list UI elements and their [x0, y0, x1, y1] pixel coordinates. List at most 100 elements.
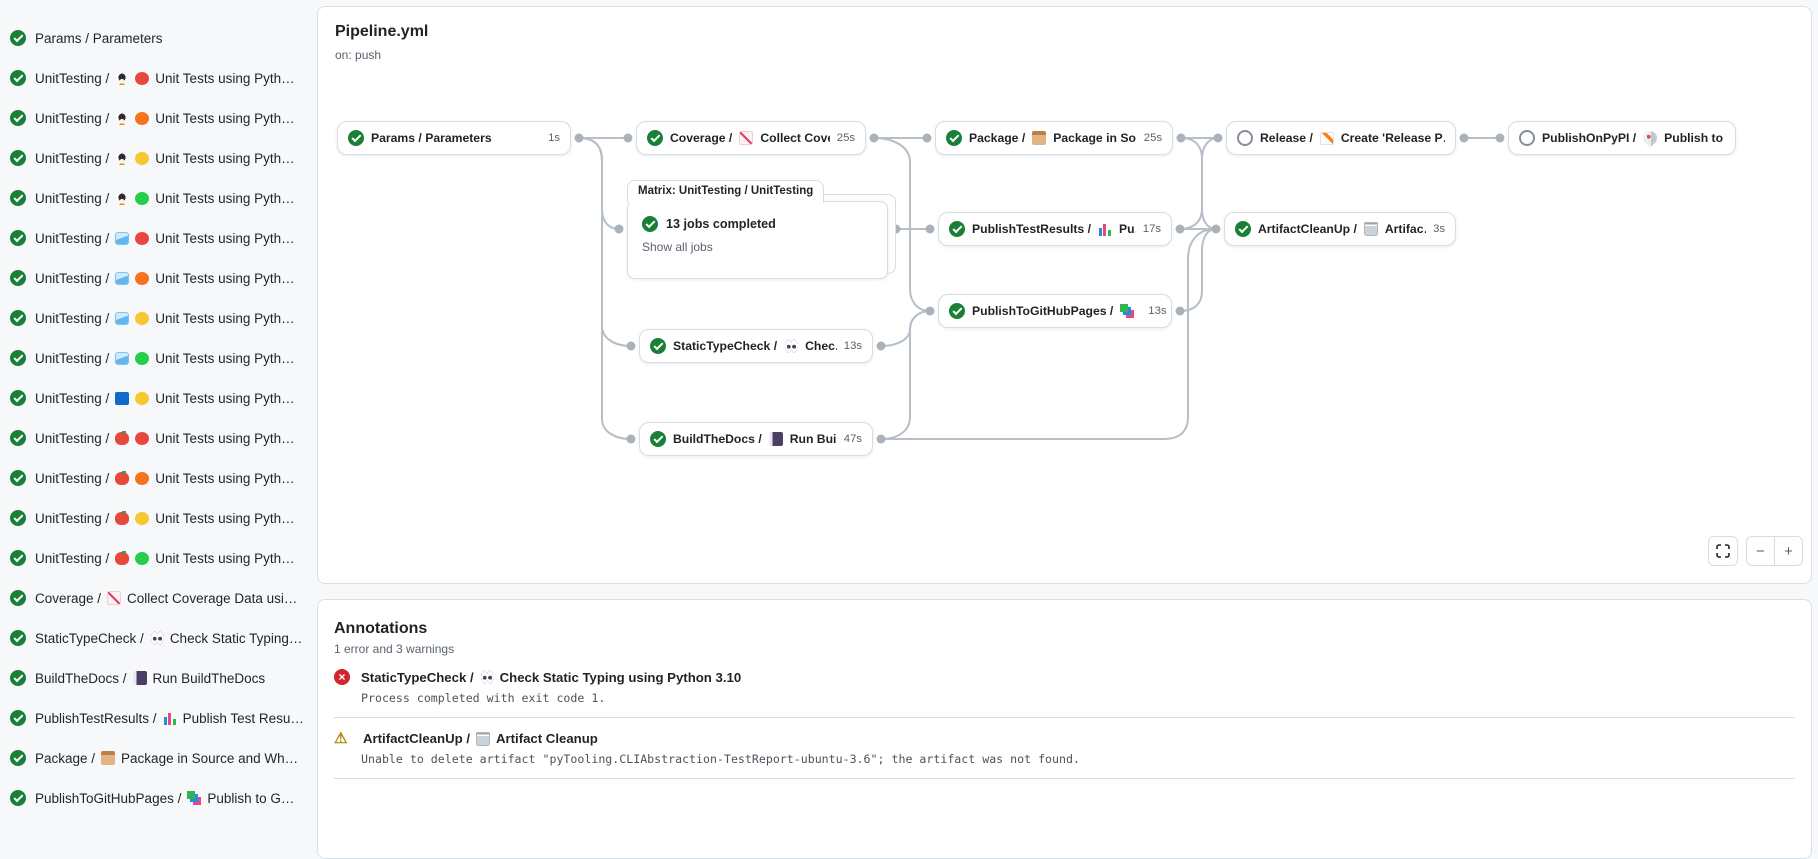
sidebar-item-unittest-linux-orange[interactable]: UnitTesting / Unit Tests using Pyth…	[10, 98, 312, 138]
bar-chart-icon	[162, 711, 177, 725]
matrix-status-text: 13 jobs completed	[666, 217, 776, 231]
green-circle-icon	[135, 191, 150, 205]
node-label: Release /	[1260, 131, 1313, 145]
success-check-icon	[10, 350, 26, 366]
red-circle-icon	[135, 431, 150, 445]
job-label: Unit Tests using Pyth…	[155, 550, 295, 566]
success-check-icon	[10, 510, 26, 526]
notebook-icon	[132, 671, 147, 685]
sidebar-item-statictypecheck[interactable]: StaticTypeCheck / Check Static Typing…	[10, 618, 312, 658]
sidebar-item-unittest-ice-green[interactable]: UnitTesting / Unit Tests using Pyth…	[10, 338, 312, 378]
sidebar-item-unittest-linux-yellow[interactable]: UnitTesting / Unit Tests using Pyth…	[10, 138, 312, 178]
success-check-icon	[10, 230, 26, 246]
zoom-control: − +	[1746, 536, 1803, 566]
sidebar-item-unittest-macos-orange[interactable]: UnitTesting / Unit Tests using Pyth…	[10, 458, 312, 498]
node-release[interactable]: Release / Create 'Release P…	[1226, 121, 1456, 155]
success-check-icon	[10, 550, 26, 566]
show-all-jobs-link[interactable]: Show all jobs	[642, 240, 713, 254]
sidebar-item-unittest-linux-green[interactable]: UnitTesting / Unit Tests using Pyth…	[10, 178, 312, 218]
red-apple-icon	[115, 430, 130, 445]
ice-cube-icon	[115, 351, 130, 365]
job-label: UnitTesting /	[35, 110, 110, 126]
ice-cube-icon	[115, 231, 130, 245]
job-label: Unit Tests using Pyth…	[155, 230, 295, 246]
sidebar-item-unittest-macos-yellow[interactable]: UnitTesting / Unit Tests using Pyth…	[10, 498, 312, 538]
node-artifact-cleanup[interactable]: ArtifactCleanUp / Artifac… 3s	[1224, 212, 1456, 246]
node-publish-to-github-pages[interactable]: PublishToGitHubPages / … 13s	[938, 294, 1172, 328]
success-check-icon	[10, 790, 26, 806]
yellow-circle-icon	[135, 311, 150, 325]
penguin-icon	[115, 71, 130, 85]
node-publish-test-results[interactable]: PublishTestResults / Pu… 17s	[938, 212, 1172, 246]
annotation-error-item[interactable]: StaticTypeCheck / Check Static Typing us…	[334, 656, 1795, 717]
node-build-the-docs[interactable]: BuildTheDocs / Run Buil… 47s	[639, 422, 873, 456]
node-static-type-check[interactable]: StaticTypeCheck / Chec… 13s	[639, 329, 873, 363]
job-label: Unit Tests using Pyth…	[155, 430, 295, 446]
job-label: UnitTesting /	[35, 350, 110, 366]
sidebar-item-publishtestresults[interactable]: PublishTestResults / Publish Test Resu…	[10, 698, 312, 738]
success-check-icon	[10, 710, 26, 726]
job-list-sidebar: Params / Parameters UnitTesting / Unit T…	[0, 0, 312, 815]
zoom-in-button[interactable]: +	[1784, 542, 1793, 560]
sidebar-item-publishtogithubpages[interactable]: PublishToGitHubPages / Publish to G…	[10, 778, 312, 818]
node-label: Package /	[969, 131, 1026, 145]
node-params[interactable]: Params / Parameters 1s	[337, 121, 571, 155]
warning-triangle-icon	[334, 731, 352, 746]
job-label: Unit Tests using Pyth…	[155, 70, 295, 86]
sidebar-item-unittest-ice-yellow[interactable]: UnitTesting / Unit Tests using Pyth…	[10, 298, 312, 338]
success-check-icon	[10, 270, 26, 286]
node-duration: 1s	[548, 132, 560, 144]
sidebar-item-unittest-macos-red[interactable]: UnitTesting / Unit Tests using Pyth…	[10, 418, 312, 458]
job-label: Publish to G…	[207, 790, 295, 806]
job-label: PublishToGitHubPages /	[35, 790, 182, 806]
success-check-icon	[10, 430, 26, 446]
annotation-job-label: Check Static Typing using Python 3.10	[499, 669, 742, 685]
sidebar-item-buildthedocs[interactable]: BuildTheDocs / Run BuildTheDocs	[10, 658, 312, 698]
job-label: UnitTesting /	[35, 150, 110, 166]
success-check-icon	[10, 630, 26, 646]
node-package[interactable]: Package / Package in So… 25s	[935, 121, 1173, 155]
zoom-out-button[interactable]: −	[1747, 537, 1775, 565]
success-check-icon	[10, 390, 26, 406]
ice-cube-icon	[115, 311, 130, 325]
job-label: UnitTesting /	[35, 390, 110, 406]
sidebar-item-params[interactable]: Params / Parameters	[10, 18, 312, 58]
success-check-icon	[348, 130, 364, 146]
node-label: Params / Parameters	[371, 131, 492, 145]
job-label: Coverage /	[35, 590, 102, 606]
package-box-icon	[1032, 131, 1047, 145]
ice-cube-icon	[115, 271, 130, 285]
job-label: Check Static Typing…	[169, 630, 303, 646]
annotation-job-label: Artifact Cleanup	[495, 731, 598, 746]
sidebar-item-unittest-macos-green[interactable]: UnitTesting / Unit Tests using Pyth…	[10, 538, 312, 578]
node-coverage[interactable]: Coverage / Collect Cove… 25s	[636, 121, 866, 155]
windows-blue-square-icon	[115, 391, 130, 405]
job-label: Unit Tests using Pyth…	[155, 350, 295, 366]
success-check-icon	[647, 130, 663, 146]
node-publish-on-pypi[interactable]: PublishOnPyPI / Publish to …	[1508, 121, 1736, 155]
job-label: Params / Parameters	[35, 30, 163, 46]
annotation-message: Process completed with exit code 1.	[361, 691, 606, 705]
success-check-icon	[10, 30, 26, 46]
fullscreen-button[interactable]	[1708, 536, 1738, 566]
node-duration: 25s	[836, 132, 855, 144]
matrix-card[interactable]: 13 jobs completed Show all jobs	[627, 201, 888, 279]
sidebar-item-package[interactable]: Package / Package in Source and Wh…	[10, 738, 312, 778]
annotation-warning-item[interactable]: ArtifactCleanUp / Artifact Cleanup Unabl…	[334, 717, 1795, 778]
sidebar-item-unittest-linux-red[interactable]: UnitTesting / Unit Tests using Pyth…	[10, 58, 312, 98]
sidebar-item-coverage[interactable]: Coverage / Collect Coverage Data usi…	[10, 578, 312, 618]
sidebar-item-unittest-windows-yellow[interactable]: UnitTesting / Unit Tests using Pyth…	[10, 378, 312, 418]
penguin-icon	[115, 191, 130, 205]
node-label: ArtifactCleanUp /	[1258, 222, 1357, 236]
layered-cards-icon	[187, 791, 202, 805]
job-label: UnitTesting /	[35, 310, 110, 326]
node-label: Chec…	[805, 339, 837, 353]
sidebar-item-unittest-ice-red[interactable]: UnitTesting / Unit Tests using Pyth…	[10, 218, 312, 258]
package-box-icon	[101, 751, 116, 765]
node-label: Collect Cove…	[760, 131, 829, 145]
job-label: UnitTesting /	[35, 550, 110, 566]
node-label: Pu…	[1118, 222, 1136, 236]
success-check-icon	[10, 470, 26, 486]
success-check-icon	[10, 310, 26, 326]
sidebar-item-unittest-ice-orange[interactable]: UnitTesting / Unit Tests using Pyth…	[10, 258, 312, 298]
